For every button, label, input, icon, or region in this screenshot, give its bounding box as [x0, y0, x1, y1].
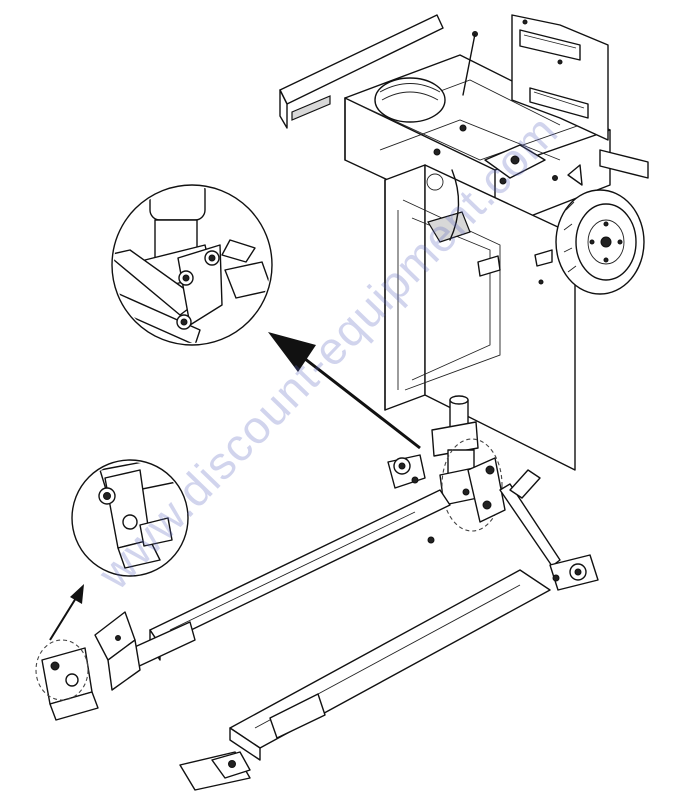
detail-callout-upper	[111, 184, 273, 346]
front-outrigger	[94, 454, 451, 691]
chassis-frame	[279, 14, 649, 471]
outrigger-foot-plate	[35, 639, 251, 791]
rear-outrigger	[229, 554, 599, 761]
rear-wheel-right	[555, 189, 645, 295]
step-ladder	[511, 14, 609, 141]
detail-callout-lower	[71, 459, 189, 577]
rear-wheel-left	[374, 77, 446, 123]
arrow-icon	[49, 584, 84, 641]
pivot-linkage	[427, 438, 561, 567]
arrow-icon	[268, 332, 421, 450]
